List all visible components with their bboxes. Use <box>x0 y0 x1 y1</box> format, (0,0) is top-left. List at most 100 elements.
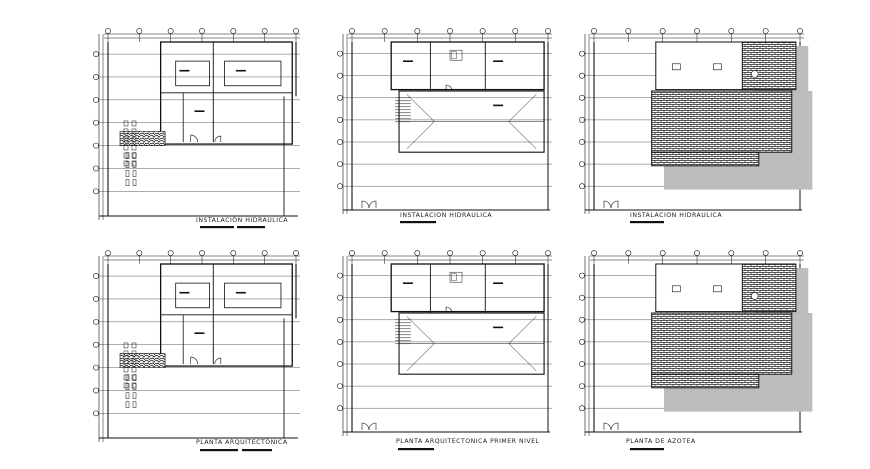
stone-planter <box>119 131 166 146</box>
roof-terrace <box>655 41 747 91</box>
column-marker <box>131 136 137 143</box>
caption-underline <box>630 448 664 451</box>
column-marker <box>131 374 137 381</box>
grid-axis-bubble <box>93 165 99 172</box>
tiled-roof <box>651 90 793 153</box>
water-tank <box>713 63 722 71</box>
grid-axis-bubble <box>337 338 343 345</box>
caption-underline <box>200 449 238 452</box>
water-tank <box>671 285 681 293</box>
grid-axis-bubble <box>579 383 585 389</box>
column-marker <box>123 144 129 151</box>
grid-axis-bubble <box>579 50 585 57</box>
room-label <box>194 110 205 112</box>
column-marker <box>132 383 137 390</box>
grid-axis-bubble <box>728 28 735 34</box>
furniture-outline <box>449 49 463 61</box>
column-marker <box>123 358 129 365</box>
grid-axis-bubble <box>337 405 343 412</box>
door-swing <box>190 134 199 143</box>
grid-axis-bubble <box>93 318 99 325</box>
grid-axis-bubble <box>797 250 803 256</box>
roof-hip-line <box>508 316 537 344</box>
grid-axis-bubble <box>230 250 237 256</box>
grid-axis-bubble <box>337 139 343 145</box>
tiled-roof <box>651 373 760 389</box>
grid-axis-bubble <box>293 250 299 256</box>
grid-axis-bubble <box>337 294 343 301</box>
column-marker <box>132 401 137 408</box>
column-marker <box>123 366 129 373</box>
column-marker <box>125 392 130 399</box>
column-marker <box>132 170 137 177</box>
column-marker <box>125 374 130 381</box>
door-swing <box>603 200 612 209</box>
floor-plan-4: PLANTA ARQUITECTÓNICA <box>93 250 300 452</box>
grid-axis-bubble <box>337 72 343 79</box>
grid-axis-bubble <box>93 142 99 149</box>
grid-axis-bubble <box>93 119 99 126</box>
grid-axis-bubble <box>659 28 666 34</box>
column-marker <box>125 179 130 186</box>
grid-axis-bubble <box>381 250 388 256</box>
room-outline <box>175 60 210 87</box>
column-marker <box>125 383 130 390</box>
grid-axis-bubble <box>728 250 735 256</box>
floor-plan-6: PLANTA DE AZOTEA <box>579 250 813 451</box>
grid-axis-bubble <box>337 361 343 367</box>
grid-axis-bubble <box>199 28 205 34</box>
grid-axis-bubble <box>591 28 597 34</box>
grid-axis-bubble <box>579 405 585 412</box>
door-swing <box>368 200 377 209</box>
floor-plan-2: INSTALACION HIDRAULICA <box>337 28 552 224</box>
grid-axis-bubble <box>167 28 174 34</box>
grid-axis-bubble <box>337 183 343 190</box>
water-tank <box>750 70 759 78</box>
grid-axis-bubble <box>349 28 355 34</box>
grid-axis-bubble <box>579 361 585 367</box>
column-marker <box>123 350 129 357</box>
grid-axis-bubble <box>414 250 421 256</box>
grid-axis-bubble <box>625 250 632 256</box>
grid-axis-bubble <box>579 338 585 345</box>
column-marker <box>131 152 137 159</box>
caption-underline <box>400 221 436 224</box>
grid-axis-bubble <box>479 28 486 34</box>
room-label <box>179 291 190 294</box>
grid-axis-bubble <box>579 161 585 167</box>
door-swing <box>214 135 222 143</box>
grid-axis-bubble <box>337 272 343 279</box>
grid-axis-bubble <box>579 117 585 123</box>
grid-axis-bubble <box>93 296 99 302</box>
house-outline <box>390 263 545 313</box>
grid-axis-bubble <box>337 94 343 101</box>
furniture-pillow <box>451 51 457 59</box>
door-swing <box>445 84 453 92</box>
caption-underline <box>200 226 234 229</box>
column-marker <box>131 144 137 151</box>
grid-axis-bubble <box>93 51 99 57</box>
column-marker <box>132 179 137 186</box>
door-swing <box>445 306 453 314</box>
grid-axis-bubble <box>93 96 99 103</box>
water-tank <box>713 285 722 293</box>
door-swing <box>603 422 612 431</box>
grid-axis-bubble <box>293 28 299 34</box>
column-marker <box>125 161 130 168</box>
grid-axis-bubble <box>93 341 99 348</box>
column-marker <box>132 152 137 159</box>
room-label <box>493 104 504 107</box>
grid-axis-bubble <box>579 183 585 190</box>
grid-axis-bubble <box>659 250 666 256</box>
floor-plan-5: PLANTA ARQUITECTONICA PRIMER NIVEL <box>337 250 552 451</box>
room-outline <box>175 282 210 309</box>
furniture-pillow <box>451 273 457 281</box>
grid-axis-bubble <box>261 28 268 34</box>
plan-caption: PLANTA ARQUITECTÓNICA <box>196 437 288 446</box>
grid-axis-bubble <box>447 28 453 34</box>
room-outline <box>224 282 282 309</box>
grid-axis-bubble <box>93 410 99 417</box>
tiled-roof <box>741 41 797 91</box>
plan-caption: INSTALACION HIDRAULICA <box>630 212 722 219</box>
